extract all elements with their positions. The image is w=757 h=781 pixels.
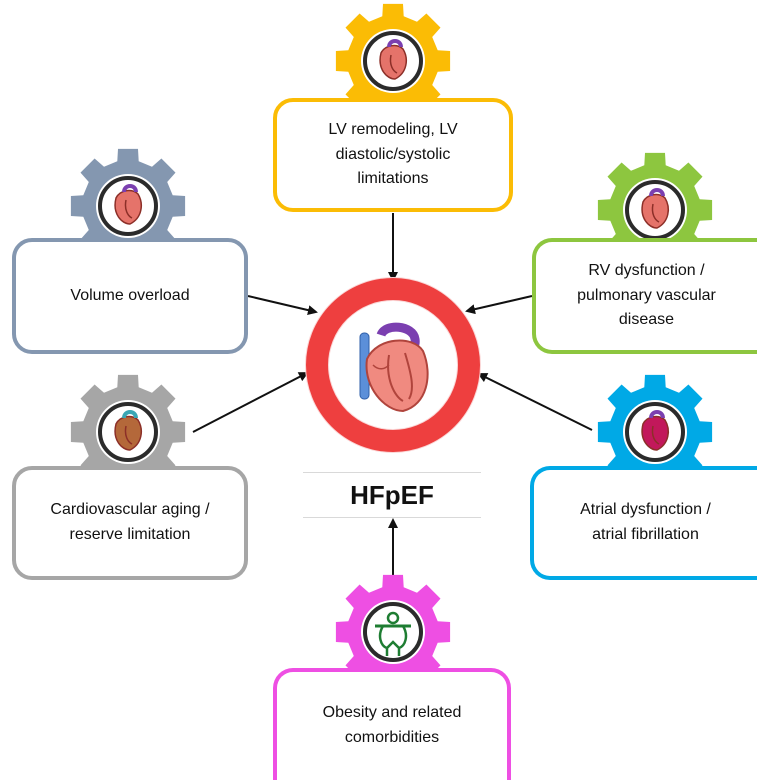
enlarged-heart-icon bbox=[114, 184, 143, 225]
atria-icon bbox=[641, 410, 670, 451]
volume-overload-label: Volume overload bbox=[70, 286, 190, 304]
gears bbox=[70, 3, 713, 690]
atrial-dysfunction-box: Atrial dysfunction / atrial fibrillation bbox=[530, 466, 757, 580]
gear-lv-icon bbox=[335, 3, 451, 119]
center-ring bbox=[306, 278, 480, 452]
gear-volume-icon bbox=[70, 148, 186, 264]
rv-dysfunction-box: RV dysfunction / pulmonary vascular dise… bbox=[532, 238, 757, 354]
arrow-aging-to-hfpef bbox=[192, 372, 309, 433]
atrial-dysfunction-label: Atrial dysfunction / atrial fibrillation bbox=[580, 501, 711, 543]
gear-obesity-icon bbox=[335, 574, 451, 690]
aged-heart-icon bbox=[114, 410, 143, 451]
lv-remodeling-label: LV remodeling, LV diastolic/systolic lim… bbox=[328, 120, 458, 188]
heart-icon bbox=[359, 322, 429, 413]
cardiovascular-aging-label: Cardiovascular aging / reserve limitatio… bbox=[50, 501, 210, 543]
arrow-rv-to-hfpef bbox=[465, 295, 533, 315]
obese-person-icon bbox=[375, 611, 411, 656]
gear-aging-icon bbox=[70, 374, 186, 490]
volume-overload-box: Volume overload bbox=[12, 238, 248, 354]
arrow-atrial-to-hfpef bbox=[477, 373, 593, 431]
heart-cross-section-icon bbox=[641, 188, 670, 229]
rv-dysfunction-label: RV dysfunction / pulmonary vascular dise… bbox=[577, 261, 716, 329]
arrows bbox=[192, 213, 593, 582]
obesity-label: Obesity and related comorbidities bbox=[322, 704, 462, 746]
obesity-box: Obesity and related comorbidities bbox=[273, 668, 511, 780]
center-node bbox=[305, 277, 481, 453]
hfpef-title: HFpEF bbox=[303, 472, 481, 518]
arrow-volume-to-hfpef bbox=[247, 295, 318, 316]
lv-remodeling-box: LV remodeling, LV diastolic/systolic lim… bbox=[273, 98, 513, 212]
gear-icon-frame bbox=[363, 602, 423, 662]
cardiovascular-aging-box: Cardiovascular aging / reserve limitatio… bbox=[12, 466, 248, 580]
gear-atrial-icon bbox=[597, 374, 713, 490]
heart-valve-icon bbox=[379, 39, 408, 80]
